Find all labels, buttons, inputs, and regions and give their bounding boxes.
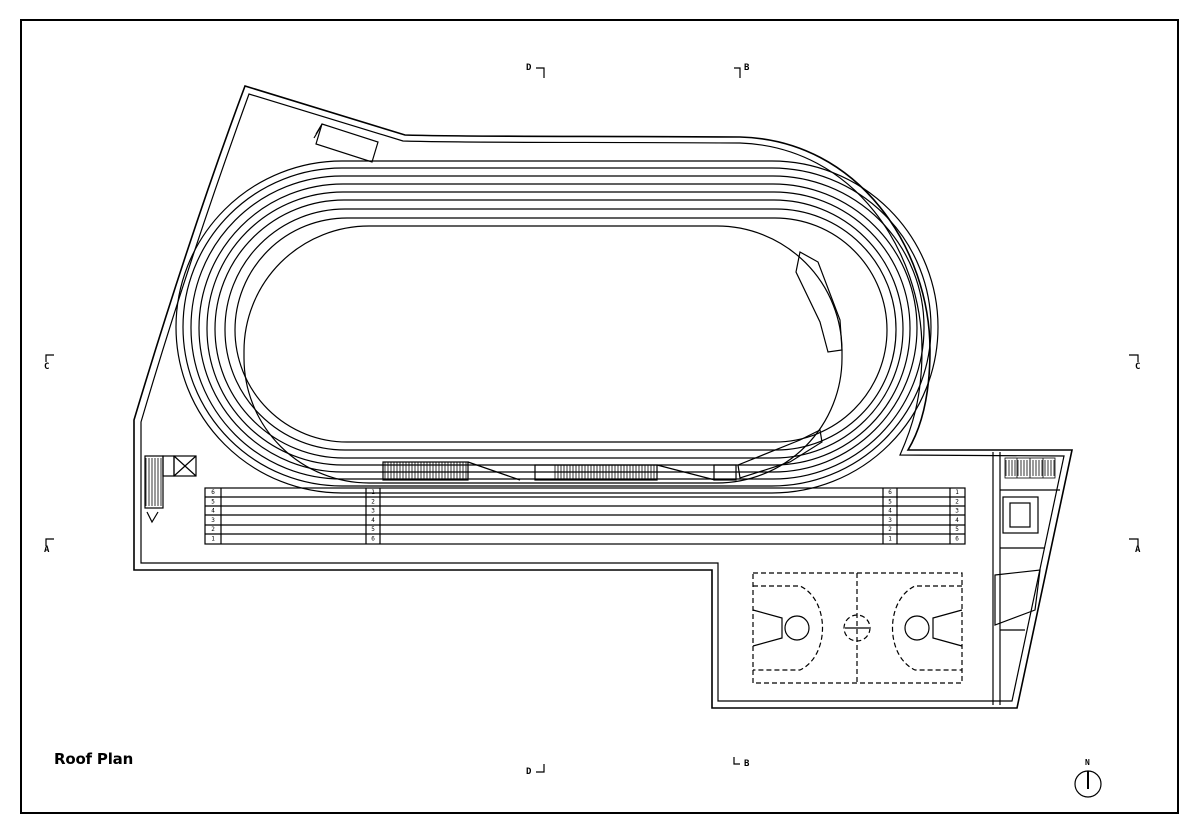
section-marker-ticks — [45, 67, 1139, 773]
lane-number: 5 — [955, 526, 959, 533]
basketball-court — [752, 572, 963, 684]
section-marker-c-right: C — [1135, 362, 1141, 372]
lane-number: 1 — [888, 536, 892, 543]
north-label: N — [1085, 758, 1090, 767]
lane-number: 3 — [371, 508, 375, 515]
lane-number: 4 — [888, 508, 892, 515]
bleacher-hatch: 6 5 4 3 2 1 1 2 3 4 5 6 6 5 4 3 2 1 1 2 3 4 5 6 — [145, 458, 1055, 543]
section-marker-c-left: C — [44, 362, 50, 372]
lane-number: 6 — [888, 489, 892, 496]
lane-number: 4 — [371, 517, 375, 524]
building-outline — [133, 85, 1073, 709]
lane-number: 6 — [371, 536, 375, 543]
section-marker-a-right: A — [1135, 545, 1141, 555]
lane-number: 1 — [211, 536, 215, 543]
section-marker-a-left: A — [44, 545, 50, 555]
lane-number: 2 — [371, 498, 375, 505]
curved-bleachers — [737, 251, 843, 479]
running-track — [175, 160, 939, 494]
lane-number: 6 — [211, 489, 215, 496]
sprint-lanes — [204, 487, 966, 545]
lane-number: 3 — [955, 508, 959, 515]
field-bleachers — [382, 461, 737, 481]
lane-number: 6 — [955, 536, 959, 543]
lane-number: 2 — [955, 498, 959, 505]
lane-number: 5 — [888, 498, 892, 505]
lane-number: 5 — [211, 498, 215, 505]
lane-number: 1 — [371, 489, 375, 496]
lane-number: 4 — [955, 517, 959, 524]
section-marker-d-bottom: D — [526, 767, 532, 777]
left-stair-core — [144, 455, 197, 524]
lane-number: 4 — [211, 508, 215, 515]
north-arrow — [1074, 770, 1102, 798]
basketball-court-keys — [752, 609, 963, 647]
section-marker-b-bottom: B — [744, 759, 750, 769]
lane-number: 2 — [211, 526, 215, 533]
lane-number: 3 — [211, 517, 215, 524]
lane-number: 2 — [888, 526, 892, 533]
drawing-frame — [20, 19, 1179, 814]
lane-number: 3 — [888, 517, 892, 524]
lane-number: 5 — [371, 526, 375, 533]
top-left-stair — [313, 123, 379, 163]
drawing-title: Roof Plan — [54, 750, 134, 768]
lane-number: 1 — [955, 489, 959, 496]
section-marker-b-top: B — [744, 63, 750, 73]
right-service-core — [992, 452, 1060, 705]
section-marker-d-top: D — [526, 63, 532, 73]
